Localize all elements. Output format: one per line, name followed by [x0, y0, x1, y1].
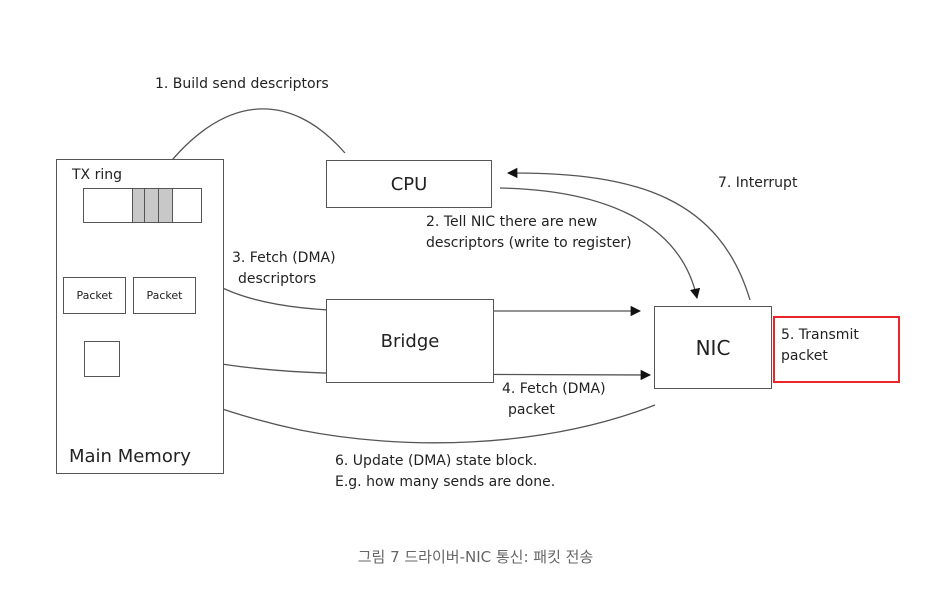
edge-step7-interrupt	[506, 167, 751, 301]
bridge-box: Bridge	[326, 299, 494, 383]
tx-ring-cell-empty	[84, 189, 132, 222]
transmit-packet-box: 5. Transmit packet	[773, 316, 900, 383]
nic-label: NIC	[695, 335, 731, 360]
tx-ring-label: TX ring	[72, 167, 122, 183]
tx-ring-cell-empty	[173, 189, 201, 222]
edge-step2-tell-nic	[499, 187, 701, 300]
step6-label-line1: 6. Update (DMA) state block.	[335, 453, 538, 469]
step4-label-line2: packet	[508, 402, 555, 418]
packet-box: Packet	[133, 277, 196, 314]
transmit-label-line1: 5. Transmit	[781, 327, 859, 343]
tx-ring-cell-filled	[145, 189, 159, 222]
tx-ring	[83, 188, 202, 223]
tx-ring-cell-filled	[132, 189, 145, 222]
cpu-label: CPU	[390, 173, 428, 195]
step1-label: 1. Build send descriptors	[155, 76, 329, 92]
transmit-label-line2: packet	[781, 348, 828, 364]
figure-caption: 그림 7 드라이버-NIC 통신: 패킷 전송	[357, 548, 594, 566]
edge-step1-build-descriptors	[154, 108, 346, 183]
step2-label-line2: descriptors (write to register)	[426, 235, 632, 251]
tx-ring-cell-filled	[159, 189, 173, 222]
step7-label: 7. Interrupt	[718, 175, 798, 191]
step3-label-line1: 3. Fetch (DMA)	[232, 250, 336, 266]
bridge-label: Bridge	[380, 330, 440, 352]
cpu-box: CPU	[326, 160, 492, 208]
step4-label-line1: 4. Fetch (DMA)	[502, 381, 606, 397]
step2-label-line1: 2. Tell NIC there are new	[426, 214, 598, 230]
packet-label: Packet	[76, 289, 113, 302]
nic-box: NIC	[654, 306, 772, 389]
step3-label-line2: descriptors	[238, 271, 317, 287]
packet-label: Packet	[146, 289, 183, 302]
packet-box: Packet	[63, 277, 126, 314]
state-block	[84, 341, 120, 377]
step6-label-line2: E.g. how many sends are done.	[335, 474, 556, 490]
main-memory-label: Main Memory	[69, 446, 191, 467]
